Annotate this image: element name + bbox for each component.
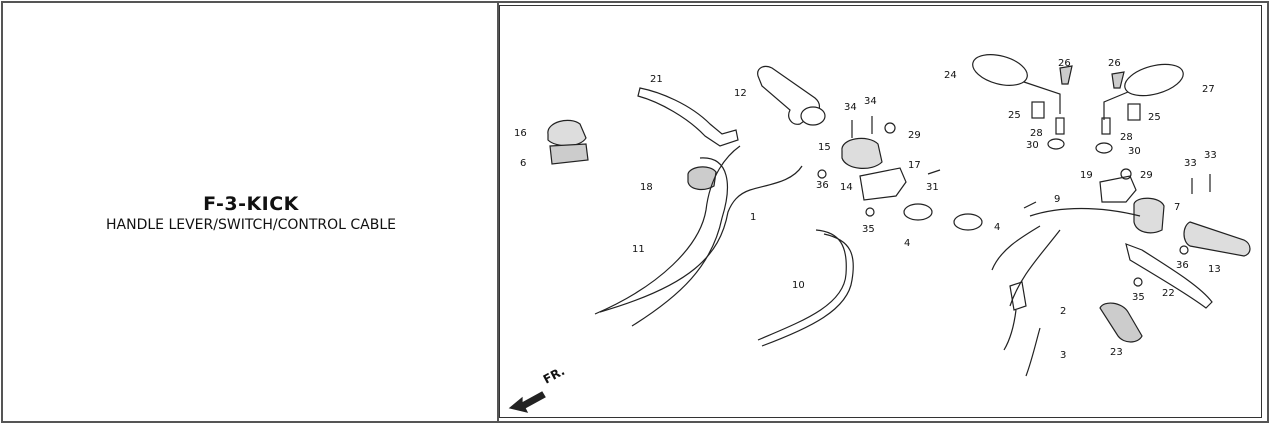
callout-12: 12 bbox=[734, 88, 747, 99]
washer-36-right bbox=[1179, 245, 1189, 255]
callout-34b: 34 bbox=[864, 96, 877, 107]
grip-end-23 bbox=[1099, 302, 1143, 343]
callout-1: 1 bbox=[750, 212, 756, 223]
bottom-strip bbox=[0, 423, 1273, 427]
nut-35-left bbox=[865, 207, 875, 217]
callout-9: 9 bbox=[1054, 194, 1060, 205]
callout-labels: 21 12 34 34 29 16 6 15 17 18 36 14 31 1 … bbox=[514, 58, 1221, 387]
boot-3 bbox=[1025, 327, 1041, 377]
callout-34a: 34 bbox=[844, 102, 857, 113]
cable-10b bbox=[761, 233, 854, 347]
callout-28a: 28 bbox=[1030, 128, 1043, 139]
stop-switch-2 bbox=[1003, 281, 1027, 351]
callout-29a: 29 bbox=[908, 130, 921, 141]
mirror-left bbox=[972, 54, 1028, 86]
callout-21: 21 bbox=[650, 74, 663, 85]
callout-35a: 35 bbox=[862, 224, 875, 235]
callout-18: 18 bbox=[640, 182, 653, 193]
throttle-cable bbox=[631, 157, 728, 327]
sleeve-left bbox=[1031, 101, 1045, 119]
callout-2: 2 bbox=[1060, 306, 1066, 317]
mirror-right bbox=[1124, 63, 1184, 97]
title-panel: F-3-KICK HANDLE LEVER/SWITCH/CONTROL CAB… bbox=[3, 3, 499, 421]
callout-23: 23 bbox=[1110, 347, 1123, 358]
throttle-grip-end bbox=[800, 106, 826, 126]
handlebar-wiring bbox=[991, 207, 1141, 307]
switch-housing-right bbox=[1133, 197, 1165, 234]
screw-31 bbox=[927, 169, 941, 175]
throttle-housing bbox=[841, 137, 883, 169]
callout-10: 10 bbox=[792, 280, 805, 291]
clamp-left bbox=[903, 203, 933, 221]
callout-33b: 33 bbox=[1204, 150, 1217, 161]
callout-35b: 35 bbox=[1132, 292, 1145, 303]
throttle-cable-2 bbox=[599, 165, 803, 313]
switch-housing-lower bbox=[549, 143, 589, 165]
callout-25b: 25 bbox=[1148, 112, 1161, 123]
exploded-diagram: 21 12 34 34 29 16 6 15 17 18 36 14 31 1 … bbox=[508, 54, 1251, 413]
cable-10 bbox=[757, 229, 847, 341]
nut-30-right bbox=[1095, 142, 1113, 154]
nut-35-right bbox=[1133, 277, 1143, 287]
clamp-right bbox=[953, 213, 983, 231]
mirror-stem-left bbox=[1023, 81, 1061, 114]
callout-28b: 28 bbox=[1120, 132, 1133, 143]
callout-29b: 29 bbox=[1140, 170, 1153, 181]
callout-24: 24 bbox=[944, 70, 957, 81]
brake-lever-left bbox=[637, 87, 739, 147]
front-direction-label: FR. bbox=[541, 364, 567, 387]
throttle-housing-lower bbox=[859, 167, 907, 201]
switch-housing-upper bbox=[547, 119, 587, 147]
bolt-28-right bbox=[1101, 117, 1111, 135]
callout-7: 7 bbox=[1174, 202, 1180, 213]
master-cylinder bbox=[1099, 175, 1137, 203]
brake-cable bbox=[594, 145, 741, 315]
washer-36-left bbox=[817, 169, 827, 179]
title-block: F-3-KICK HANDLE LEVER/SWITCH/CONTROL CAB… bbox=[3, 193, 499, 235]
callout-27: 27 bbox=[1202, 84, 1215, 95]
bolt-28-left bbox=[1055, 117, 1065, 135]
callout-6: 6 bbox=[520, 158, 526, 169]
cable-boot bbox=[687, 166, 717, 191]
grip-right bbox=[1183, 221, 1251, 257]
callout-19: 19 bbox=[1080, 170, 1093, 181]
callout-11: 11 bbox=[632, 244, 645, 255]
callout-26b: 26 bbox=[1108, 58, 1121, 69]
nut-30-left bbox=[1047, 138, 1065, 150]
callout-36a: 36 bbox=[816, 180, 829, 191]
callout-16: 16 bbox=[514, 128, 527, 139]
cap-left bbox=[1059, 65, 1073, 85]
callout-36b: 36 bbox=[1176, 260, 1189, 271]
callout-4a: 4 bbox=[904, 238, 910, 249]
spring-9 bbox=[1023, 201, 1037, 209]
bolt-29a bbox=[884, 122, 896, 134]
front-direction-arrow bbox=[508, 391, 546, 413]
callout-22: 22 bbox=[1162, 288, 1175, 299]
section-code: F-3-KICK bbox=[203, 193, 299, 215]
callout-4b: 4 bbox=[994, 222, 1000, 233]
callout-26a: 26 bbox=[1058, 58, 1071, 69]
callout-3: 3 bbox=[1060, 350, 1066, 361]
section-title: HANDLE LEVER/SWITCH/CONTROL CABLE bbox=[106, 217, 396, 233]
callout-31: 31 bbox=[926, 182, 939, 193]
callout-30a: 30 bbox=[1026, 140, 1039, 151]
callout-15: 15 bbox=[818, 142, 831, 153]
callout-30b: 30 bbox=[1128, 146, 1141, 157]
callout-13: 13 bbox=[1208, 264, 1221, 275]
bolt-29b bbox=[1120, 168, 1132, 180]
callout-17: 17 bbox=[908, 160, 921, 171]
sleeve-right bbox=[1127, 103, 1141, 121]
callout-25a: 25 bbox=[1008, 110, 1021, 121]
callout-14: 14 bbox=[840, 182, 853, 193]
cap-right bbox=[1111, 71, 1125, 89]
callout-33a: 33 bbox=[1184, 158, 1197, 169]
exploded-diagram-panel: 21 12 34 34 29 16 6 15 17 18 36 14 31 1 … bbox=[499, 5, 1262, 418]
mirror-stem-right bbox=[1103, 91, 1129, 120]
brake-lever-right bbox=[1125, 243, 1213, 309]
